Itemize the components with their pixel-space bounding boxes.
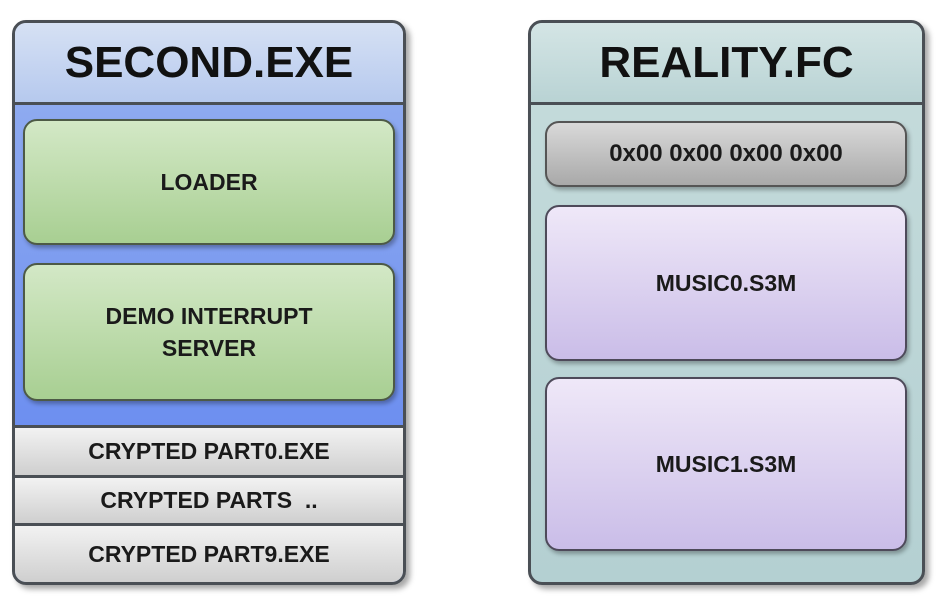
padding-bytes-label: 0x00 0x00 0x00 0x00 bbox=[609, 140, 843, 167]
second-exe-title: SECOND.EXE bbox=[15, 23, 403, 105]
loader-label: LOADER bbox=[160, 169, 258, 195]
music1-label: MUSIC1.S3M bbox=[655, 451, 797, 477]
music0-block: MUSIC0.S3M bbox=[545, 205, 907, 361]
crypted-parts-row: CRYPTED PARTS .. bbox=[15, 475, 403, 523]
demo-interrupt-server-label: DEMO INTERRUPT SERVER bbox=[106, 300, 313, 364]
crypted-parts-label: CRYPTED PARTS .. bbox=[100, 487, 318, 513]
reality-fc-title: REALITY.FC bbox=[531, 23, 922, 105]
crypted-part9-row: CRYPTED PART9.EXE bbox=[15, 523, 403, 582]
crypted-part9-label: CRYPTED PART9.EXE bbox=[88, 540, 330, 567]
loader-block: LOADER bbox=[23, 119, 395, 245]
second-exe-panel: SECOND.EXE LOADER DEMO INTERRUPT SERVER … bbox=[12, 20, 406, 585]
music0-label: MUSIC0.S3M bbox=[655, 270, 797, 296]
demo-interrupt-server-line1: DEMO INTERRUPT bbox=[105, 303, 313, 329]
crypted-part0-label: CRYPTED PART0.EXE bbox=[88, 438, 330, 464]
demo-interrupt-server-line2: SERVER bbox=[161, 335, 257, 361]
music1-block: MUSIC1.S3M bbox=[545, 377, 907, 551]
demo-interrupt-server-block: DEMO INTERRUPT SERVER bbox=[23, 263, 395, 401]
padding-bytes-block: 0x00 0x00 0x00 0x00 bbox=[545, 121, 907, 187]
reality-fc-panel: REALITY.FC 0x00 0x00 0x00 0x00 MUSIC0.S3… bbox=[528, 20, 925, 585]
crypted-part0-row: CRYPTED PART0.EXE bbox=[15, 425, 403, 475]
